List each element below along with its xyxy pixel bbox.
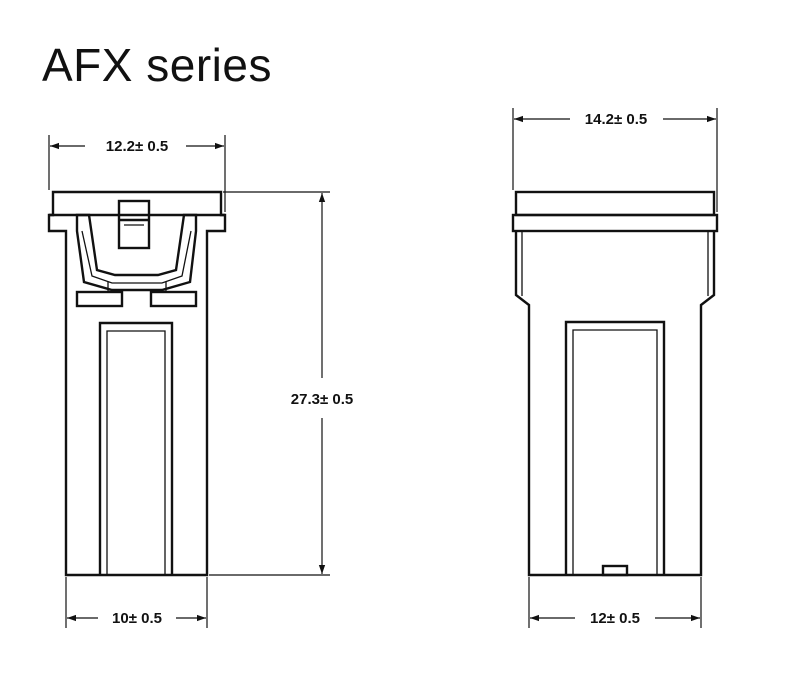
right-top-width-label: 14.2± 0.5 xyxy=(585,111,647,128)
right-top-cap xyxy=(514,190,716,217)
diagram-title: AFX series xyxy=(42,39,272,91)
right-bottom-width-label: 12± 0.5 xyxy=(590,610,640,627)
left-cavity xyxy=(75,213,198,292)
right-bottom-notch xyxy=(601,564,629,577)
left-top-width-label: 12.2± 0.5 xyxy=(106,138,168,155)
left-body-outline xyxy=(47,190,227,577)
right-fuse-view: 14.2± 0.5 12± 0.5 xyxy=(511,108,719,628)
left-latch-tab xyxy=(117,199,151,250)
left-terminal-window xyxy=(98,321,174,575)
left-fuse-view: 12.2± 0.5 27.3± 0.5 10± 0.5 xyxy=(47,135,353,628)
height-label: 27.3± 0.5 xyxy=(291,391,353,408)
right-terminal-window xyxy=(564,320,666,575)
left-bottom-width-label: 10± 0.5 xyxy=(112,610,162,627)
left-block-left xyxy=(75,290,124,308)
right-flange xyxy=(511,213,719,233)
right-body-outline xyxy=(514,231,716,577)
left-block-right xyxy=(149,290,198,308)
